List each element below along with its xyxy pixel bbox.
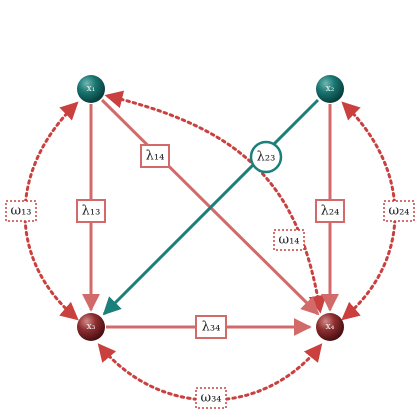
edge-label-lambda23: λ₂₃	[249, 140, 283, 174]
path-lambda23	[102, 98, 320, 316]
cov-label-omega14: ω₁₄	[273, 229, 305, 251]
edge-label-lambda14: λ₁₄	[140, 144, 170, 168]
cov-label-omega34: ω₃₄	[195, 387, 227, 409]
edge-label-lambda13-text: λ₁₃	[82, 204, 101, 219]
node-x3: x₃	[77, 313, 105, 341]
node-label-x3: x₃	[87, 322, 96, 332]
node-x2: x₂	[316, 75, 344, 103]
node-x4: x₄	[316, 313, 344, 341]
node-label-x4: x₄	[326, 322, 335, 332]
edge-label-lambda24: λ₂₄	[315, 199, 345, 223]
cov-label-omega24-text: ω₂₄	[388, 204, 409, 219]
node-label-x2: x₂	[326, 84, 335, 94]
edge-label-lambda34-text: λ₃₄	[202, 320, 221, 335]
edge-label-lambda23-text: λ₂₃	[257, 150, 276, 165]
edge-label-lambda24-text: λ₂₄	[321, 204, 340, 219]
covariance-paths	[23, 90, 397, 402]
node-label-x1: x₁	[87, 84, 96, 94]
edge-label-lambda14-text: λ₁₄	[146, 149, 165, 164]
cov-label-omega14-text: ω₁₄	[278, 233, 299, 248]
edge-label-lambda13: λ₁₃	[76, 199, 106, 223]
cov-label-omega34-text: ω₃₄	[200, 391, 221, 406]
node-x1: x₁	[77, 75, 105, 103]
cov-label-omega13-text: ω₁₃	[10, 204, 31, 219]
cov-label-omega24: ω₂₄	[383, 200, 415, 222]
edge-label-lambda34: λ₃₄	[195, 315, 227, 339]
cov-label-omega13: ω₁₃	[5, 200, 37, 222]
